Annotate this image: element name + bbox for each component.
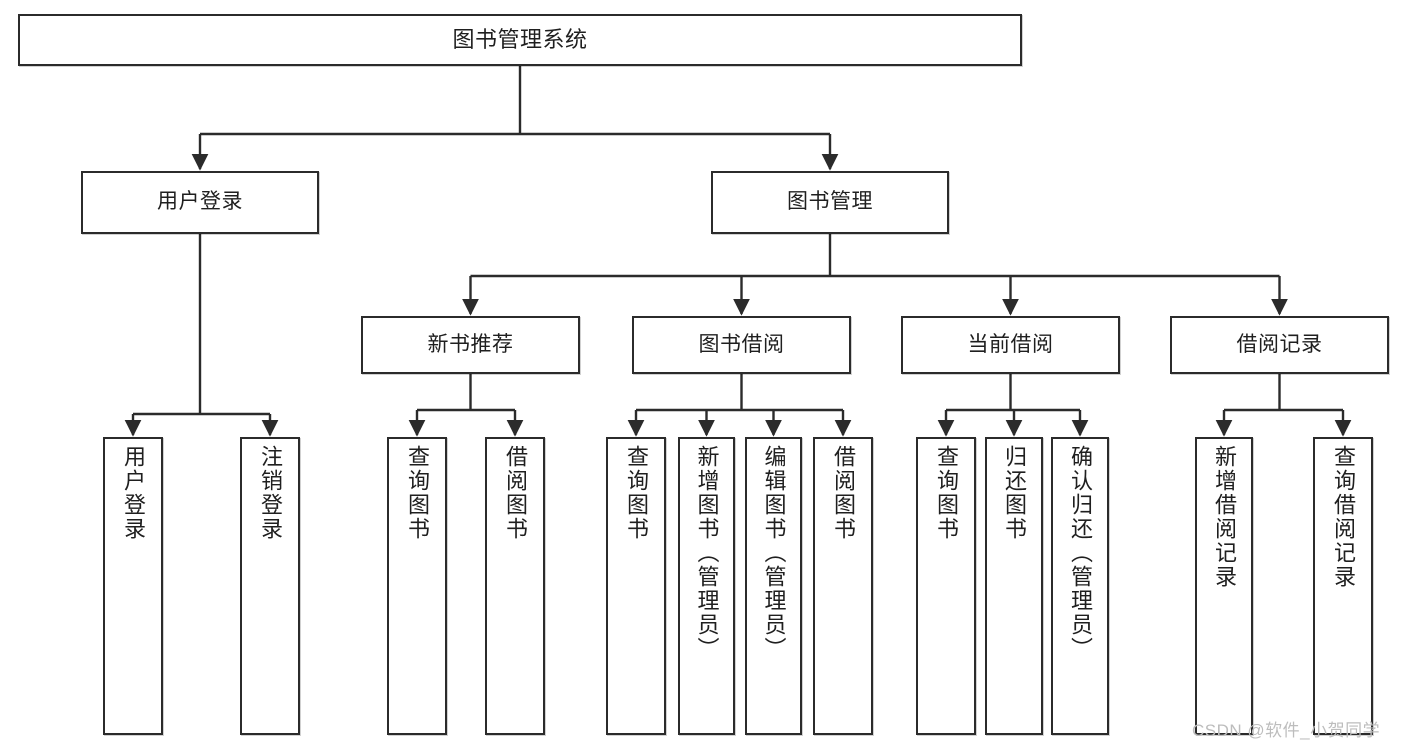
node-label: 确认归还（管理员） [1068, 445, 1093, 661]
node-label: 图书管理系统 [452, 27, 588, 53]
node-label: 新增图书（管理员） [694, 445, 720, 661]
node-leaf-user-login[interactable]: 用户登录 [103, 437, 163, 735]
node-leaf-return-book[interactable]: 归还图书 [985, 437, 1043, 735]
node-label: 用户登录 [121, 445, 146, 541]
node-label: 查询借阅记录 [1331, 445, 1356, 589]
node-label: 查询图书 [934, 445, 959, 541]
node-leaf-query-book-2[interactable]: 查询图书 [606, 437, 666, 735]
node-current-borrow[interactable]: 当前借阅 [901, 316, 1120, 374]
node-user-login[interactable]: 用户登录 [81, 171, 319, 234]
node-leaf-confirm-return[interactable]: 确认归还（管理员） [1051, 437, 1109, 735]
node-label: 借阅记录 [1236, 332, 1323, 356]
node-leaf-query-record[interactable]: 查询借阅记录 [1313, 437, 1373, 735]
node-leaf-borrow-book-2[interactable]: 借阅图书 [813, 437, 873, 735]
node-leaf-query-book-1[interactable]: 查询图书 [387, 437, 447, 735]
node-label: 图书管理 [787, 190, 873, 214]
node-label: 图书借阅 [698, 332, 785, 356]
node-leaf-edit-book[interactable]: 编辑图书（管理员） [745, 437, 802, 735]
node-label: 借阅图书 [831, 445, 856, 541]
node-borrow-record[interactable]: 借阅记录 [1170, 316, 1389, 374]
node-book-manage[interactable]: 图书管理 [711, 171, 949, 234]
node-label: 查询图书 [624, 445, 649, 541]
node-label: 注销登录 [258, 445, 283, 541]
node-label: 用户登录 [157, 190, 243, 214]
node-leaf-logout[interactable]: 注销登录 [240, 437, 300, 735]
node-leaf-add-book[interactable]: 新增图书（管理员） [678, 437, 735, 735]
node-leaf-add-record[interactable]: 新增借阅记录 [1195, 437, 1253, 735]
node-book-borrow[interactable]: 图书借阅 [632, 316, 851, 374]
node-label: 新书推荐 [427, 332, 514, 356]
node-label: 新增借阅记录 [1212, 445, 1237, 589]
csdn-watermark: CSDN @软件_小贺同学 [1192, 721, 1381, 740]
node-new-book-rec[interactable]: 新书推荐 [361, 316, 580, 374]
node-root[interactable]: 图书管理系统 [18, 14, 1022, 66]
node-label: 借阅图书 [503, 445, 528, 541]
node-leaf-borrow-book-1[interactable]: 借阅图书 [485, 437, 545, 735]
node-label: 编辑图书（管理员） [761, 445, 787, 661]
node-label: 归还图书 [1002, 445, 1027, 541]
node-leaf-query-book-3[interactable]: 查询图书 [916, 437, 976, 735]
node-label: 当前借阅 [967, 332, 1054, 356]
node-label: 查询图书 [405, 445, 430, 541]
